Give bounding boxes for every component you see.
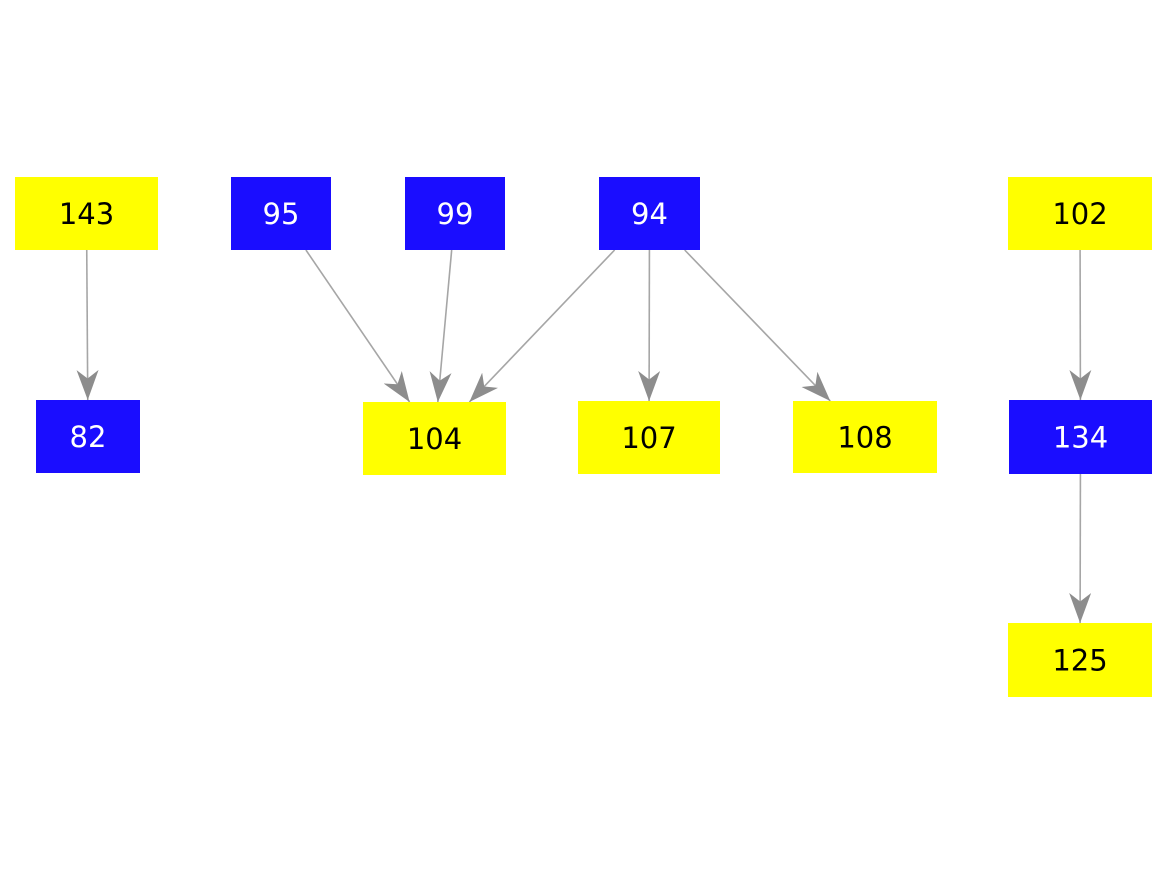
node-102: 102: [1008, 177, 1152, 250]
node-label-82: 82: [70, 420, 107, 454]
node-label-134: 134: [1053, 421, 1108, 455]
node-box-94: [599, 177, 700, 250]
node-label-102: 102: [1052, 197, 1107, 231]
node-box-125: [1008, 623, 1152, 697]
node-label-143: 143: [59, 197, 114, 231]
node-label-108: 108: [837, 421, 892, 455]
node-box-134: [1009, 400, 1152, 474]
node-134: 134: [1009, 400, 1152, 474]
node-99: 99: [405, 177, 505, 250]
node-box-102: [1008, 177, 1152, 250]
node-label-95: 95: [263, 197, 300, 231]
node-143: 143: [15, 177, 158, 250]
node-box-108: [793, 401, 937, 473]
node-box-82: [36, 400, 140, 473]
node-125: 125: [1008, 623, 1152, 697]
node-label-99: 99: [437, 197, 474, 231]
node-107: 107: [578, 401, 720, 474]
edge-143-82: [76, 249, 99, 401]
edge-95-104: [305, 249, 411, 403]
node-108: 108: [793, 401, 937, 473]
edge-94-104: [468, 249, 616, 403]
node-label-125: 125: [1052, 644, 1107, 678]
node-104: 104: [363, 402, 506, 475]
node-94: 94: [599, 177, 700, 250]
node-95: 95: [231, 177, 331, 250]
node-box-104: [363, 402, 506, 475]
node-label-104: 104: [407, 422, 462, 456]
node-label-107: 107: [621, 421, 676, 455]
node-box-107: [578, 401, 720, 474]
edge-94-108: [684, 249, 831, 402]
node-label-94: 94: [631, 197, 668, 231]
edge-99-104: [429, 249, 453, 403]
node-box-143: [15, 177, 158, 250]
node-box-95: [231, 177, 331, 250]
node-box-99: [405, 177, 505, 250]
node-82: 82: [36, 400, 140, 473]
